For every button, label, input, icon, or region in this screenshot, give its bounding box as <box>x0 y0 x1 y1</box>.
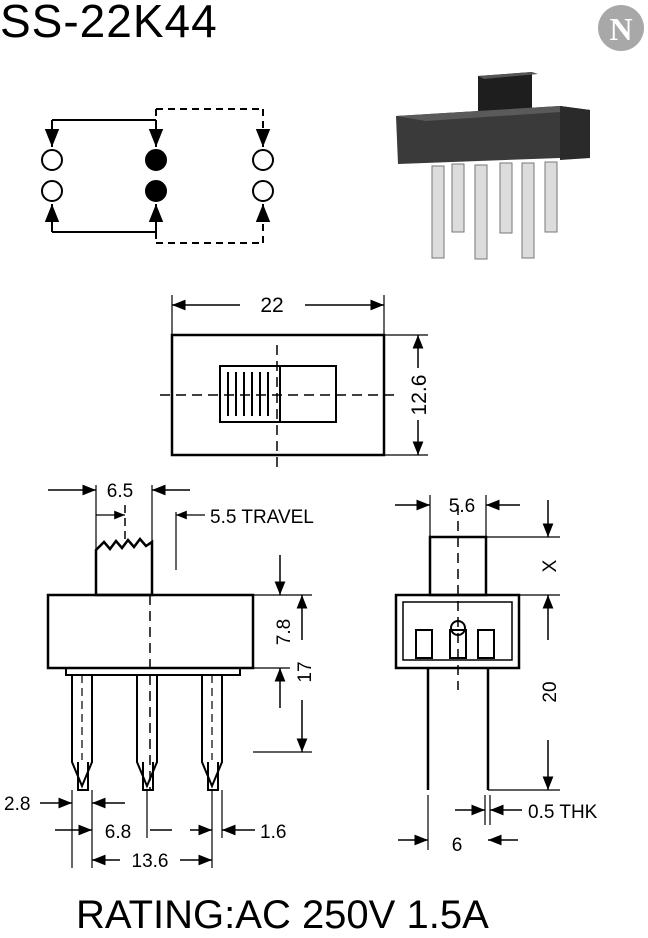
side-handle-width-label: 5.6 <box>449 496 475 517</box>
terminal-common-icon <box>145 149 167 171</box>
switch-product-image <box>396 72 590 260</box>
front-view-drawing <box>40 484 312 868</box>
terminal-open-icon <box>252 149 274 171</box>
thickness-label: 0.5 THK <box>528 802 598 823</box>
rating-caption: RATING:AC 250V 1.5A <box>76 893 489 937</box>
terminal-open-icon <box>41 149 63 171</box>
side-handle-height-label: X <box>540 559 561 572</box>
top-view-handle <box>219 365 281 423</box>
total-height-label: 17 <box>295 661 316 682</box>
pin-span-label: 13.6 <box>132 851 169 872</box>
body-height-label: 7.8 <box>274 619 295 645</box>
svg-text:N: N <box>609 11 632 47</box>
terminal-open-icon <box>252 180 274 202</box>
front-pins <box>71 675 223 791</box>
side-height-label: 20 <box>540 681 561 702</box>
brand-logo: N <box>598 5 644 51</box>
terminal-open-icon <box>41 180 63 202</box>
top-width-label: 22 <box>260 294 283 317</box>
side-view-drawing <box>394 495 560 850</box>
circuit-schematic <box>41 108 274 244</box>
pin-offset-label: 1.6 <box>260 822 286 843</box>
front-handle-width-label: 6.5 <box>107 481 133 502</box>
pin-spacing-label: 6 <box>452 835 463 856</box>
front-handle <box>94 537 154 597</box>
pin-width-label: 2.8 <box>4 794 30 815</box>
pin-pitch-label: 6.8 <box>105 822 131 843</box>
part-number-title: SS-22K44 <box>0 0 218 47</box>
terminal-common-icon <box>145 180 167 202</box>
top-view-drawing <box>160 295 428 470</box>
travel-label: 5.5 TRAVEL <box>210 507 314 528</box>
top-height-label: 12.6 <box>408 375 431 416</box>
